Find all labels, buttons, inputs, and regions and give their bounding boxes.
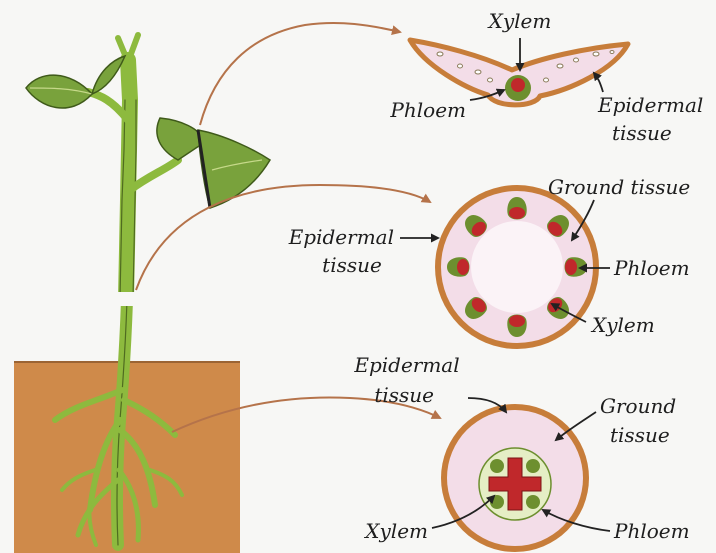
leaf-epidermal-label-line2: tissue: [612, 121, 672, 145]
leaf-epidermal-label: Epidermal: [597, 93, 703, 117]
stem-vascular-bundle: [507, 315, 526, 338]
root-ground-label: Ground: [600, 394, 676, 418]
root-phloem-label: Phloem: [613, 519, 690, 543]
plant-illustration: [14, 35, 270, 553]
stem-ground-tissue-label: Ground tissue: [548, 175, 690, 199]
stem-epidermal-label: Epidermal: [288, 225, 394, 249]
root-epidermal-label: Epidermal: [353, 353, 459, 377]
stem-vascular-bundle: [447, 257, 470, 276]
stem-phloem-label: Phloem: [613, 256, 690, 280]
root-cross-section: Epidermal tissue Ground tissue Xylem Phl…: [353, 353, 689, 552]
stem-vascular-bundle: [507, 197, 526, 220]
root-ground-label-line2: tissue: [610, 423, 670, 447]
leaf-xylem-label: Xylem: [487, 9, 552, 33]
leaf-connector-arrow: [200, 23, 400, 125]
stem-vascular-bundle: [565, 257, 588, 276]
leaf-phloem-label: Phloem: [389, 98, 466, 122]
root-xylem-label: Xylem: [363, 519, 428, 543]
root-epidermal-label-line2: tissue: [374, 383, 434, 407]
stem-epidermal-label-line2: tissue: [322, 253, 382, 277]
leaf-cross-section: Xylem Phloem Epidermal tissue: [389, 9, 703, 145]
stem-xylem-label: Xylem: [590, 313, 655, 337]
stem-cross-section: Ground tissue Epidermal tissue Phloem Xy…: [288, 175, 690, 349]
